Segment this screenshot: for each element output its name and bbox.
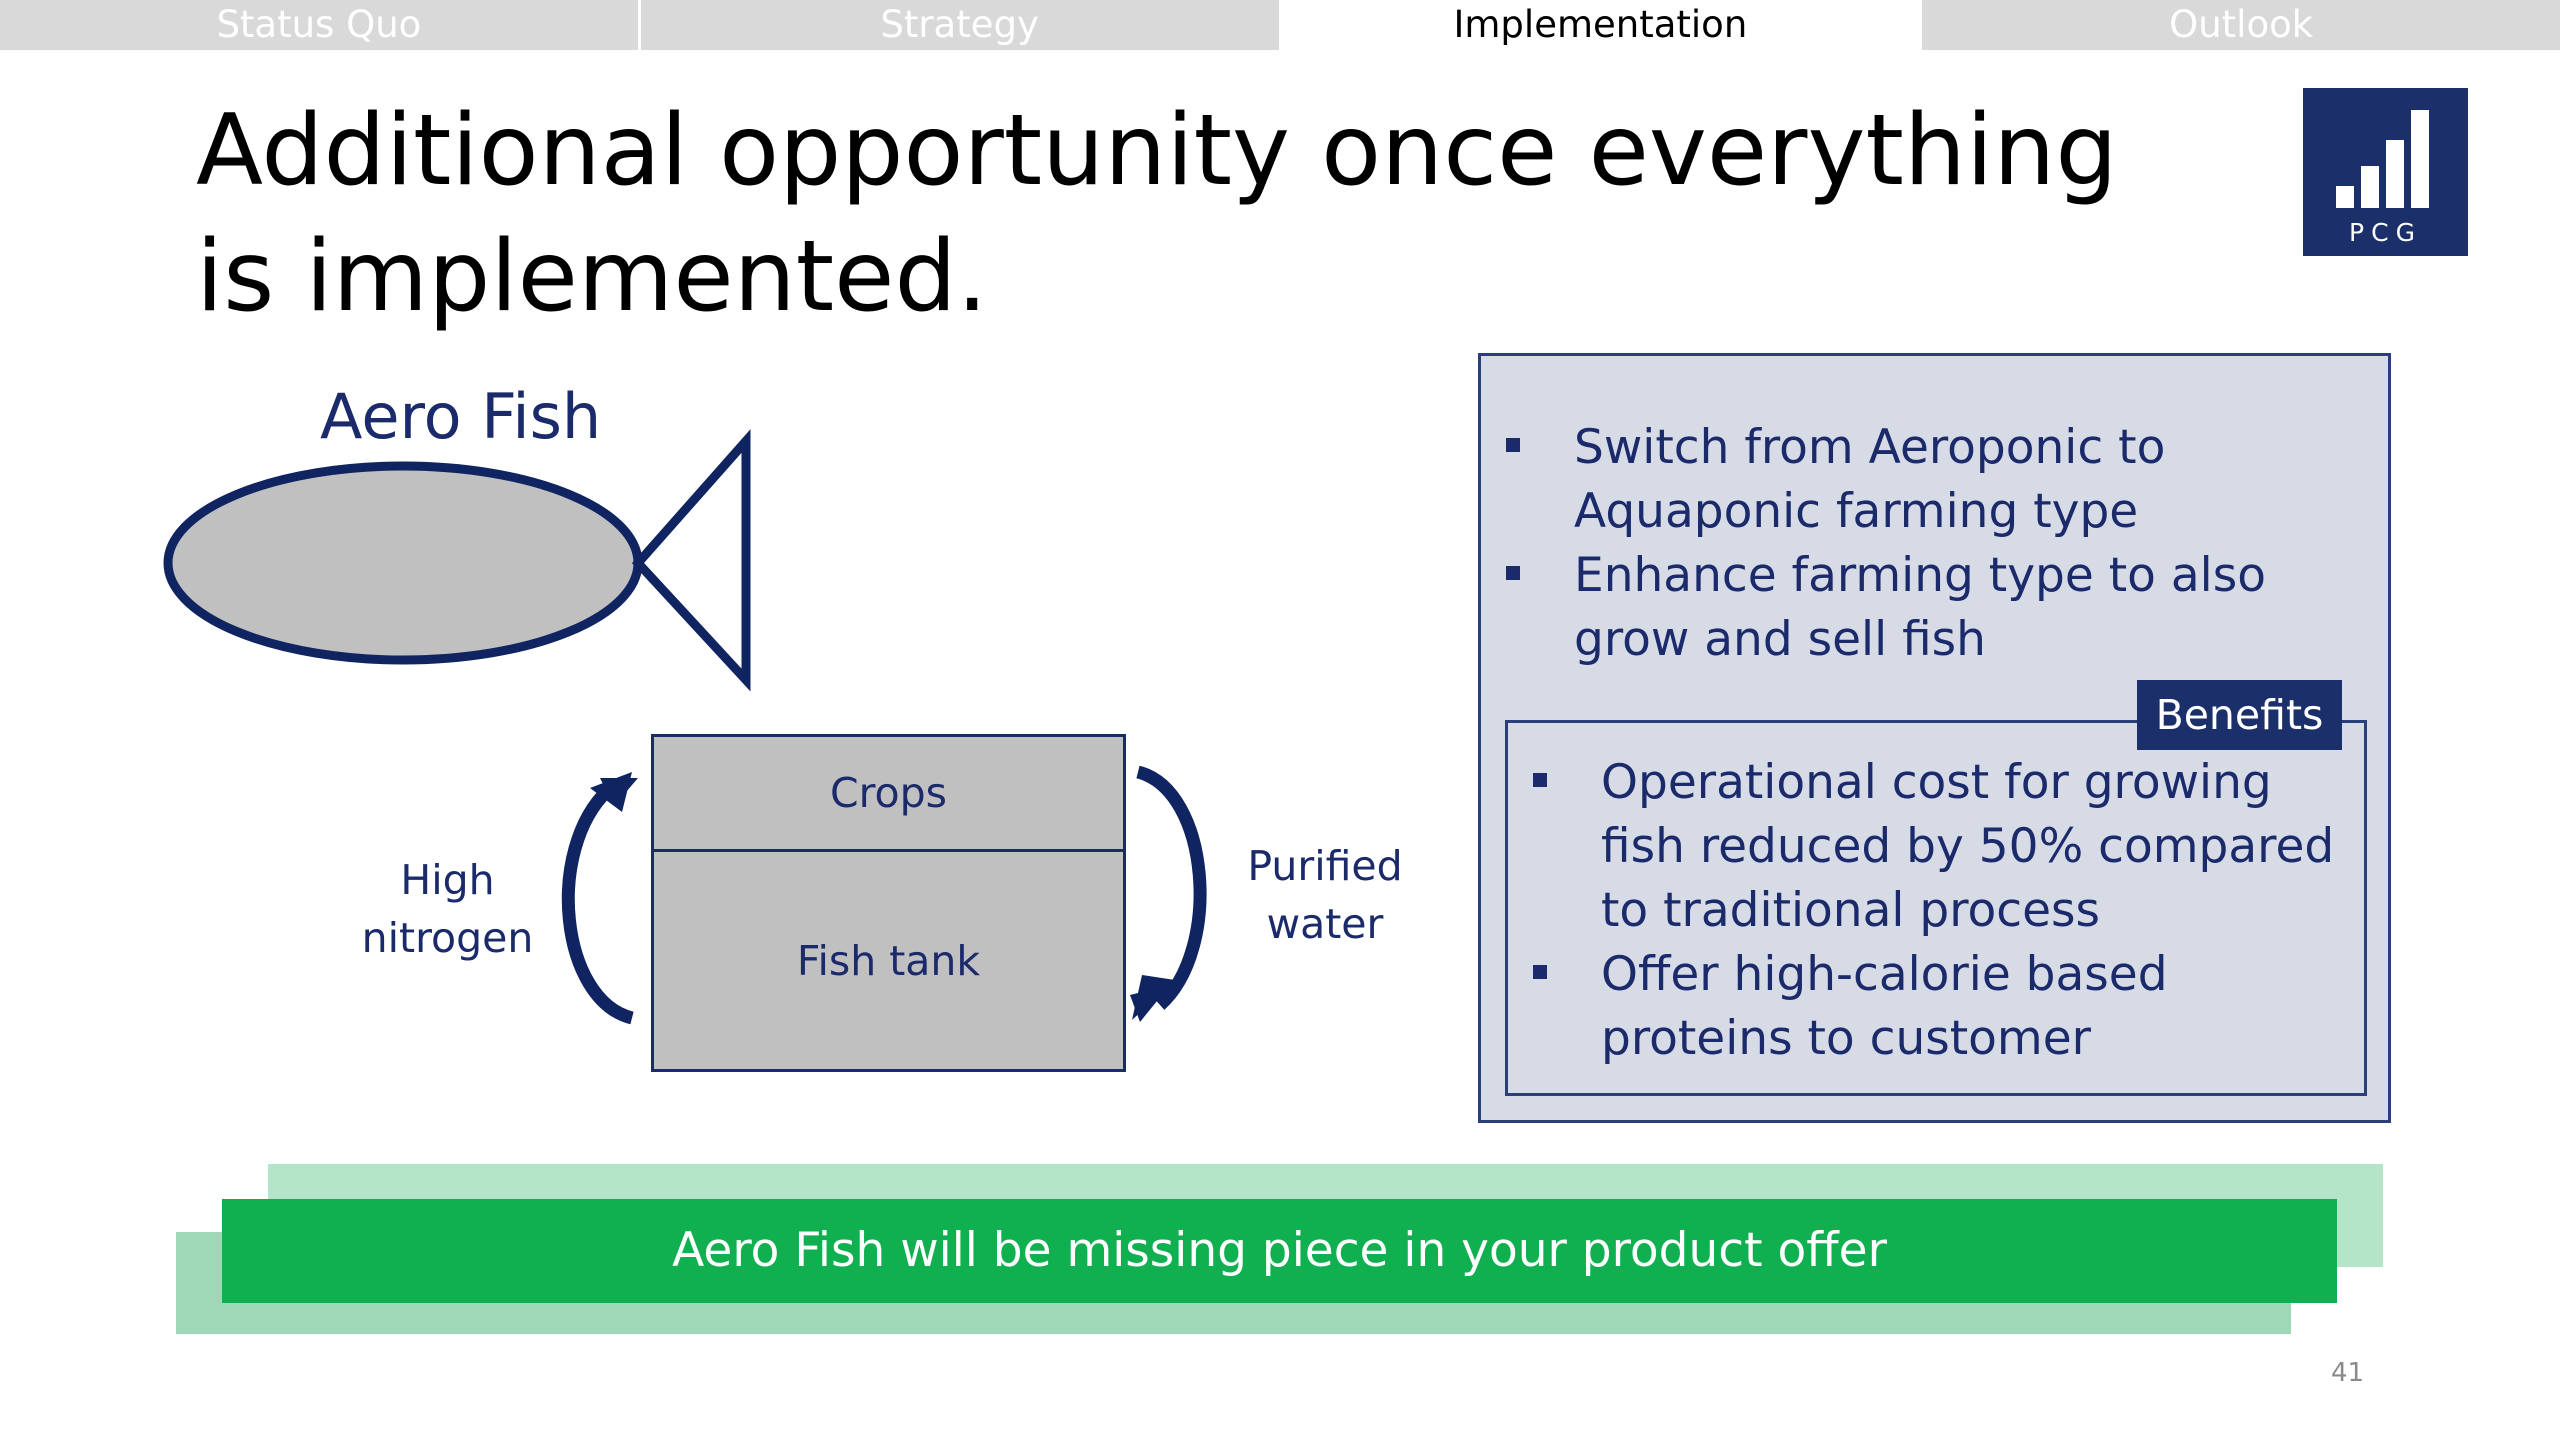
slide-title: Additional opportunity once everything i… <box>196 94 2118 334</box>
purified-water-label: Purified water <box>1247 842 1403 948</box>
benefits-tag: Benefits <box>2137 680 2342 750</box>
high-nitrogen-label: High nitrogen <box>361 856 534 962</box>
logo-text: PCG <box>2349 218 2422 247</box>
bullet-icon <box>1506 566 1520 580</box>
cycle-arrow-left-icon <box>561 772 638 1025</box>
section-nav: Status Quo Strategy Implementation Outlo… <box>0 0 2560 50</box>
key-message-banner: Aero Fish will be missing piece in your … <box>222 1199 2337 1303</box>
aquaponic-system-box: Crops Fish tank <box>651 734 1126 1072</box>
bullet-icon <box>1533 773 1547 787</box>
tab-status-quo[interactable]: Status Quo <box>0 0 641 50</box>
list-item: Offer high-calorie based proteins to cus… <box>1533 943 2353 1071</box>
aero-fish-label: Aero Fish <box>320 380 602 453</box>
opportunity-list: Switch from Aeroponic to Aquaponic farmi… <box>1506 416 2366 672</box>
page-number: 41 <box>2331 1358 2365 1388</box>
crops-label: Crops <box>829 769 948 817</box>
tab-outlook[interactable]: Outlook <box>1922 0 2560 50</box>
benefits-list: Operational cost for growing fish reduce… <box>1533 751 2353 1071</box>
list-item: Switch from Aeroponic to Aquaponic farmi… <box>1506 416 2366 544</box>
bullet-text: Offer high-calorie based proteins to cus… <box>1601 947 2168 1066</box>
tab-strategy[interactable]: Strategy <box>640 0 1282 50</box>
bar-chart-icon <box>2336 110 2429 208</box>
list-item: Enhance farming type to also grow and se… <box>1506 544 2366 672</box>
crops-section: Crops <box>654 737 1123 852</box>
fish-tank-label: Fish tank <box>796 936 981 985</box>
fish-tank-section: Fish tank <box>654 852 1123 1069</box>
bullet-text: Enhance farming type to also grow and se… <box>1574 548 2266 667</box>
company-logo: PCG <box>2303 88 2468 256</box>
list-item: Operational cost for growing fish reduce… <box>1533 751 2353 943</box>
benefits-box: Benefits Operational cost for growing fi… <box>1505 680 2367 1096</box>
bullet-text: Switch from Aeroponic to Aquaponic farmi… <box>1574 420 2166 539</box>
bullet-icon <box>1506 438 1520 452</box>
info-panel: Switch from Aeroponic to Aquaponic farmi… <box>1478 353 2391 1123</box>
bullet-icon <box>1533 965 1547 979</box>
bullet-text: Operational cost for growing fish reduce… <box>1601 755 2335 938</box>
cycle-arrow-right-icon <box>1130 765 1207 1022</box>
tab-implementation[interactable]: Implementation <box>1281 0 1923 50</box>
fish-icon <box>163 429 751 692</box>
